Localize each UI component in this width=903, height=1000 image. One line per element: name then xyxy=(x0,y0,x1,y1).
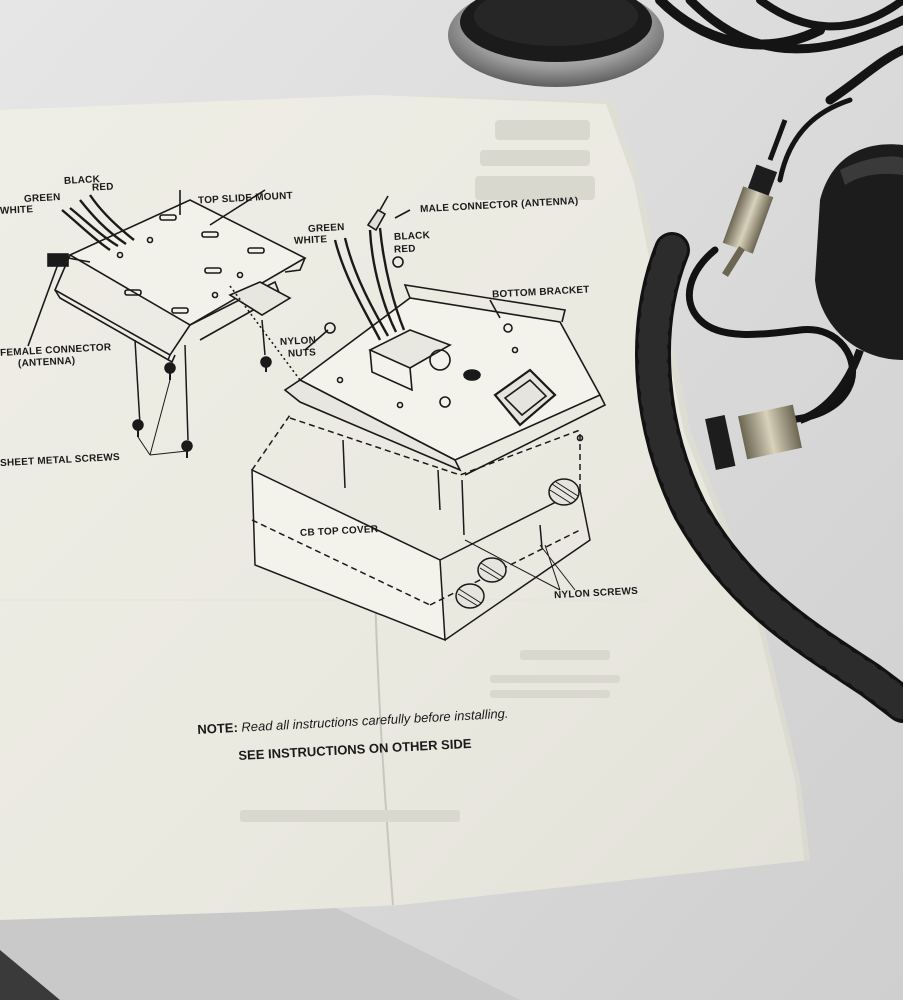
label-nylon-nuts-2: NUTS xyxy=(287,347,317,360)
chrome-mic-base xyxy=(448,0,664,87)
note-prefix: NOTE: xyxy=(197,719,239,737)
microphone-body xyxy=(815,144,903,360)
sheet-fold xyxy=(374,589,394,906)
label-green-top: GREEN xyxy=(23,192,61,205)
label-white-top: WHITE xyxy=(0,204,34,217)
table-edge xyxy=(0,905,520,1000)
label-nylon-nuts-1: NYLON xyxy=(279,335,317,348)
top-slide-mount-drawing xyxy=(27,189,307,364)
coiled-cord xyxy=(634,232,903,723)
label-white-right: WHITE xyxy=(293,234,328,247)
show-through-text xyxy=(240,120,620,822)
label-red-top: RED xyxy=(91,181,114,194)
bottom-bracket-drawing xyxy=(229,195,607,476)
label-red-right: RED xyxy=(393,243,416,256)
label-green-right: GREEN xyxy=(307,222,345,235)
top-connector-plug xyxy=(722,119,788,277)
cb-top-cover-drawing xyxy=(251,414,591,642)
label-black-right: BLACK xyxy=(393,230,431,243)
sheet-metal-screws-drawing xyxy=(132,319,272,458)
side-connector-plug xyxy=(705,348,864,471)
dark-corner xyxy=(0,950,60,1000)
top-cord xyxy=(655,0,903,183)
